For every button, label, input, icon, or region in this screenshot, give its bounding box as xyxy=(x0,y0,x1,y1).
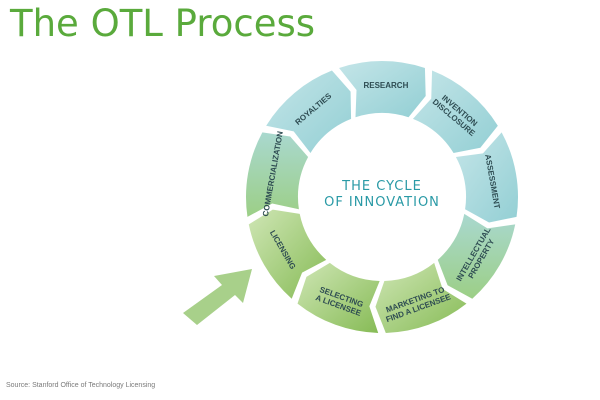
cycle-center-title-line2: OF INNOVATION xyxy=(324,195,440,210)
cycle-label-research: RESEARCH xyxy=(363,81,408,90)
entry-arrow-icon xyxy=(183,269,252,325)
cycle-segment-intellectual-property xyxy=(437,213,516,299)
cycle-segment-commercialization xyxy=(246,132,309,217)
cycle-segment-assessment xyxy=(455,132,518,223)
cycle-segment-selecting-a-licensee xyxy=(297,262,380,333)
cycle-label-line: RESEARCH xyxy=(363,81,408,90)
cycle-segment-licensing xyxy=(248,209,327,299)
slide-title: The OTL Process xyxy=(10,2,316,45)
source-note: Source: Stanford Office of Technology Li… xyxy=(6,382,156,389)
cycle-segment-royalties xyxy=(266,70,352,153)
cycle-segment-marketing-to-find-a-licensee xyxy=(375,262,467,333)
cycle-segment-research xyxy=(339,60,426,118)
cycle-center-title-line1: THE CYCLE xyxy=(341,179,422,194)
cycle-segment-invention-disclosure xyxy=(412,70,498,153)
